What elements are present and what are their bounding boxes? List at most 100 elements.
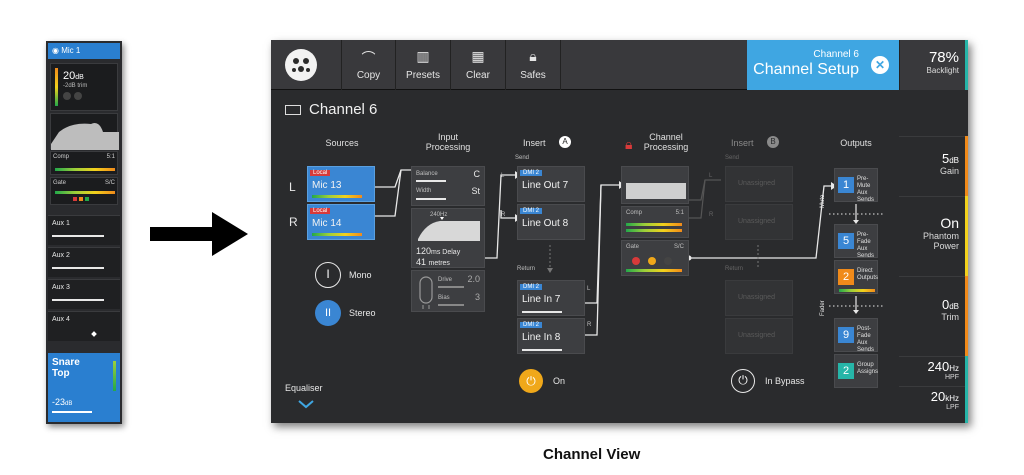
aux-level [52, 267, 104, 269]
strip-gain-box[interactable]: 20dB -2dB trim [50, 63, 118, 111]
strip-aux-4[interactable]: Aux 4 [48, 311, 120, 341]
strip-comp-box[interactable]: Comp 5:1 [50, 151, 118, 175]
insert-b-send-label: Send [725, 155, 740, 161]
hpf-delay-tile[interactable]: 240Hz 120ms Delay 41 metres [411, 208, 485, 268]
setup-title: Channel Setup [753, 61, 859, 78]
output-label-2: Outputs [857, 275, 879, 281]
copy-label: Copy [356, 70, 381, 81]
app-logo-icon[interactable] [285, 49, 317, 81]
arrow-right-icon [150, 212, 248, 256]
hpf-unit: Hz [949, 364, 959, 373]
return-tag: DMI 2 [520, 284, 543, 290]
balance-width-tile[interactable]: Balance C Width St [411, 166, 485, 206]
lpf-readout: 20kHz [899, 389, 959, 404]
outputs-divider-lines [829, 204, 883, 314]
insert-b-return-r-tile[interactable]: Unassigned [725, 318, 793, 354]
presets-button[interactable]: ▥ Presets [396, 40, 451, 90]
source-meter [312, 195, 362, 198]
strip-name-box[interactable]: Snare Top -23dB [48, 353, 120, 422]
phantom-power-control[interactable]: On Phantom Power [899, 196, 965, 276]
gate-meter [55, 191, 115, 194]
direct-output-meter [839, 289, 875, 292]
output-label-1: Post-Fade [857, 326, 872, 339]
strip-header-label: Mic 1 [61, 46, 81, 55]
gate-led [79, 197, 83, 201]
trim-control[interactable]: 0dB Trim [899, 276, 965, 356]
strip-header[interactable]: ◉ Mic 1 [48, 43, 120, 59]
output-label-1: Pre-Fade [857, 232, 871, 245]
insert-b-header: Insert [731, 138, 754, 148]
strip-eq-box[interactable] [50, 113, 119, 150]
gain-control[interactable]: 5dB Gain [899, 136, 965, 196]
insert-b-power-button[interactable]: ⏻ [731, 369, 755, 393]
strip-gain-unit: dB [75, 74, 84, 81]
backlight-label: Backlight [926, 66, 959, 75]
drive-bias-tile[interactable]: Drive 2.0 Bias 3 [411, 270, 485, 312]
insert-b-return-l-tile[interactable]: Unassigned [725, 280, 793, 316]
lpf-value: 20 [930, 389, 946, 404]
strip-gain-sub: -2dB trim [63, 83, 88, 89]
output-number: 2 [838, 269, 854, 285]
lpf-control[interactable]: 20kHz LPF [899, 386, 965, 423]
insert-a-power-button[interactable]: ⏻ [519, 369, 543, 393]
channel-gate-tile[interactable]: Gate S/C [621, 240, 689, 276]
fader-unit: dB [65, 401, 73, 407]
strip-aux-3[interactable]: Aux 3 [48, 279, 120, 309]
delay-metres: 41 [416, 257, 427, 267]
power-icon: ⏻ [738, 373, 748, 387]
source-tag: Local [310, 170, 331, 176]
aux-label: Aux 1 [52, 220, 70, 227]
insert-b-send-l-tile[interactable]: Unassigned [725, 166, 793, 202]
delay-unit: ms Delay [431, 249, 461, 256]
source-tile-left[interactable]: Local Mic 13 [307, 166, 375, 202]
right-channel-label: R [289, 215, 298, 229]
channel-view-window: ⌒ Copy ▥ Presets ▦ Clear 🔒︎ Safes Channe… [271, 40, 968, 423]
chevron-down-icon[interactable] [271, 40, 968, 423]
copy-button[interactable]: ⌒ Copy [341, 40, 396, 90]
channel-comp-label: Comp [626, 210, 643, 216]
strip-aux-2[interactable]: Aux 2 [48, 247, 120, 277]
equaliser-label[interactable]: Equaliser [285, 383, 323, 393]
fader-bar[interactable] [52, 411, 92, 413]
insert-a-send-r-tile[interactable]: DMI 2 Line Out 8 [517, 204, 585, 240]
delay-ms: 120 [416, 246, 432, 256]
stereo-button[interactable]: II [315, 300, 341, 326]
phantom-color-edge [965, 196, 968, 276]
channel-strip: ◉ Mic 1 20dB -2dB trim Comp 5:1 Gate S/C… [46, 41, 122, 424]
output-label-1: Direct [857, 268, 873, 274]
close-icon[interactable]: ✕ [871, 56, 889, 74]
insert-a-send-l-tile[interactable]: DMI 2 Line Out 7 [517, 166, 585, 202]
output-label-2: Aux Sends [857, 190, 875, 203]
backlight-value: 78% [928, 49, 959, 66]
strip-gain-value: 20 [63, 70, 76, 82]
insert-a-return-r-tile[interactable]: DMI 2 Line In 8 [517, 318, 585, 354]
insert-a-return-l-tile[interactable]: DMI 2 Line In 7 [517, 280, 585, 316]
strip-aux-1[interactable]: Aux 1 [48, 215, 120, 245]
aux-level [52, 299, 104, 301]
insert-a-header: Insert [523, 138, 546, 148]
setup-channel-label: Channel 6 [813, 49, 859, 60]
valve-icon [419, 276, 433, 309]
backlight-control[interactable]: 78% Backlight [899, 40, 965, 90]
channel-comp-tile[interactable]: Comp 5:1 [621, 206, 689, 238]
trim-value: 0 [941, 297, 950, 312]
mono-button[interactable]: I [315, 262, 341, 288]
channel-setup-button[interactable]: Channel 6 Channel Setup ✕ [747, 40, 899, 90]
channel-eq-tile[interactable] [621, 166, 689, 204]
clear-button[interactable]: ▦ Clear [451, 40, 506, 90]
book-icon: ▥ [416, 48, 430, 64]
output-number: 1 [838, 177, 854, 193]
strip-gate-box[interactable]: Gate S/C [50, 177, 118, 205]
source-tile-right[interactable]: Local Mic 14 [307, 204, 375, 240]
hpf-control[interactable]: 240Hz HPF [899, 356, 965, 386]
hpf-label: HPF [945, 374, 959, 381]
safes-button[interactable]: 🔒︎ Safes [506, 40, 561, 90]
insert-b-send-r-tile[interactable]: Unassigned [725, 204, 793, 240]
